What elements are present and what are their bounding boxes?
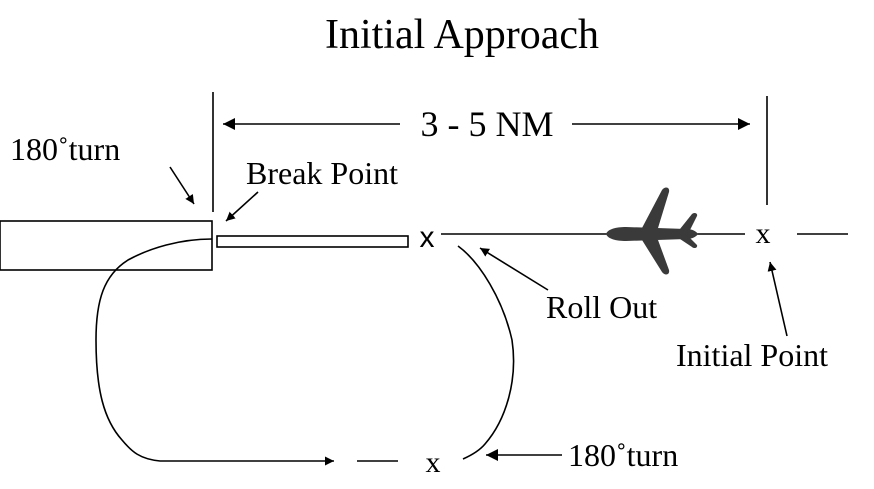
- traffic-pattern-loop: [95, 238, 334, 466]
- initial-point-marker: x: [756, 217, 771, 250]
- runway-strip: [216, 235, 409, 248]
- bottom-turn-marker: x: [426, 446, 441, 479]
- roll-out-arrow: [479, 247, 549, 291]
- diagram-title: Initial Approach: [325, 12, 599, 58]
- break-point-label: Break Point: [246, 155, 398, 191]
- runway-threshold-box: [0, 220, 213, 271]
- roll-out-marker: x: [420, 221, 435, 254]
- roll-out-label: Roll Out: [546, 289, 657, 325]
- final-turn-curve: [457, 245, 515, 460]
- jet-aircraft-icon: [606, 187, 698, 275]
- turn-label-top: 180˚turn: [10, 131, 120, 167]
- initial-point-arrow: [767, 261, 788, 337]
- initial-point-label: Initial Point: [676, 337, 828, 373]
- distance-label: 3 - 5 NM: [421, 104, 554, 144]
- turn-label-bottom: 180˚turn: [568, 437, 678, 473]
- break-point-arrow: [225, 191, 259, 222]
- turn-top-arrow: [169, 166, 195, 205]
